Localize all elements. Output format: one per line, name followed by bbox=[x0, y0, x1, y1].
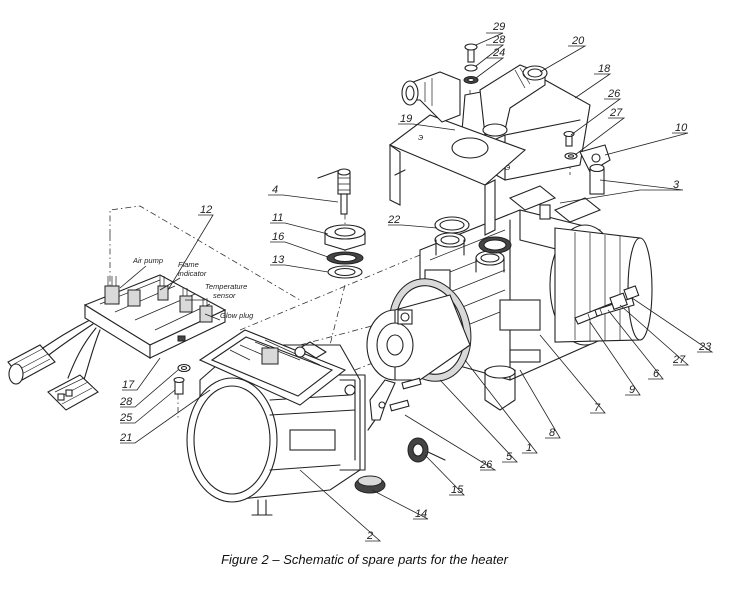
clamp-brackets-3 bbox=[508, 163, 605, 223]
part-label-18: 18 bbox=[598, 63, 611, 75]
part-label-9: 9 bbox=[629, 384, 635, 396]
clamp-plate-10 bbox=[579, 144, 611, 173]
label-air-pump: Air pump bbox=[132, 256, 163, 265]
part-label-28-lower: 28 bbox=[119, 396, 133, 408]
plug-14 bbox=[354, 475, 386, 494]
temperature-sensor-4 bbox=[317, 168, 351, 215]
part-label-20: 20 bbox=[571, 35, 585, 47]
part-number-labels: 29 28 24 20 18 26 27 10 19 3 4 12 11 22 … bbox=[119, 21, 712, 542]
washer-28-top bbox=[464, 64, 478, 72]
part-label-1: 1 bbox=[526, 442, 532, 454]
coolant-ports bbox=[434, 232, 505, 273]
glow-plug-nut-11 bbox=[324, 224, 366, 251]
bolts-right bbox=[574, 285, 640, 325]
wiring-harness bbox=[7, 319, 101, 411]
part-label-27-lower: 27 bbox=[672, 354, 686, 366]
part-label-11: 11 bbox=[272, 212, 283, 224]
seal-13 bbox=[327, 265, 363, 279]
part-label-25: 25 bbox=[119, 412, 133, 424]
part-label-23: 23 bbox=[698, 341, 712, 353]
svg-text:Э: Э bbox=[418, 133, 423, 142]
inlet-elbow bbox=[401, 71, 461, 123]
grommet-15 bbox=[407, 437, 446, 463]
part-label-26-lower: 26 bbox=[479, 459, 493, 471]
board-sublabels: Air pump Flame indicator Temperature sen… bbox=[119, 256, 254, 321]
burner-bracket bbox=[367, 377, 422, 431]
screw-26 bbox=[563, 130, 575, 147]
seal-16 bbox=[326, 251, 364, 265]
part-label-12: 12 bbox=[200, 204, 212, 216]
part-label-16: 16 bbox=[272, 231, 285, 243]
screw-25 bbox=[173, 376, 185, 395]
part-label-28: 28 bbox=[492, 34, 506, 46]
part-label-15: 15 bbox=[451, 484, 464, 496]
svg-text:Э: Э bbox=[505, 163, 510, 172]
bracket-19: Э Э bbox=[388, 114, 527, 236]
combustion-chamber bbox=[549, 224, 653, 346]
part-label-29: 29 bbox=[492, 21, 505, 33]
part-label-27: 27 bbox=[609, 107, 623, 119]
part-label-6: 6 bbox=[653, 368, 660, 380]
o-ring-22 bbox=[434, 216, 512, 254]
washer-27 bbox=[564, 152, 578, 160]
control-unit-board bbox=[83, 274, 227, 359]
part-label-7: 7 bbox=[594, 402, 601, 414]
part-label-22: 22 bbox=[387, 214, 400, 226]
part-label-5: 5 bbox=[506, 451, 513, 463]
label-flame-1: Flame bbox=[178, 260, 199, 269]
washer-28 bbox=[177, 363, 191, 373]
washer-24 bbox=[463, 76, 479, 84]
label-glow-plug: Glow plug bbox=[220, 311, 254, 320]
burner-head bbox=[366, 294, 471, 381]
part-label-10: 10 bbox=[675, 122, 688, 134]
part-label-8: 8 bbox=[549, 427, 556, 439]
part-label-3: 3 bbox=[673, 179, 680, 191]
screw-29 bbox=[464, 43, 478, 63]
outlet-elbow bbox=[479, 64, 548, 137]
part-label-13: 13 bbox=[272, 254, 285, 266]
part-label-14: 14 bbox=[415, 508, 427, 520]
part-label-26: 26 bbox=[607, 88, 621, 100]
blower-top-gasket bbox=[198, 329, 347, 406]
part-label-21: 21 bbox=[119, 432, 132, 444]
part-label-2: 2 bbox=[366, 530, 373, 542]
label-temp-1: Temperature bbox=[205, 282, 247, 291]
label-flame-2: indicator bbox=[178, 269, 207, 278]
connector-1 bbox=[7, 344, 56, 385]
part-label-24: 24 bbox=[492, 47, 505, 59]
part-label-17: 17 bbox=[122, 379, 135, 391]
label-temp-2: sensor bbox=[213, 291, 236, 300]
part-label-4: 4 bbox=[272, 184, 278, 196]
connector-2 bbox=[47, 374, 99, 411]
part-label-19: 19 bbox=[400, 113, 412, 125]
leader-lines bbox=[120, 32, 714, 542]
figure-caption: Figure 2 – Schematic of spare parts for … bbox=[221, 552, 508, 567]
